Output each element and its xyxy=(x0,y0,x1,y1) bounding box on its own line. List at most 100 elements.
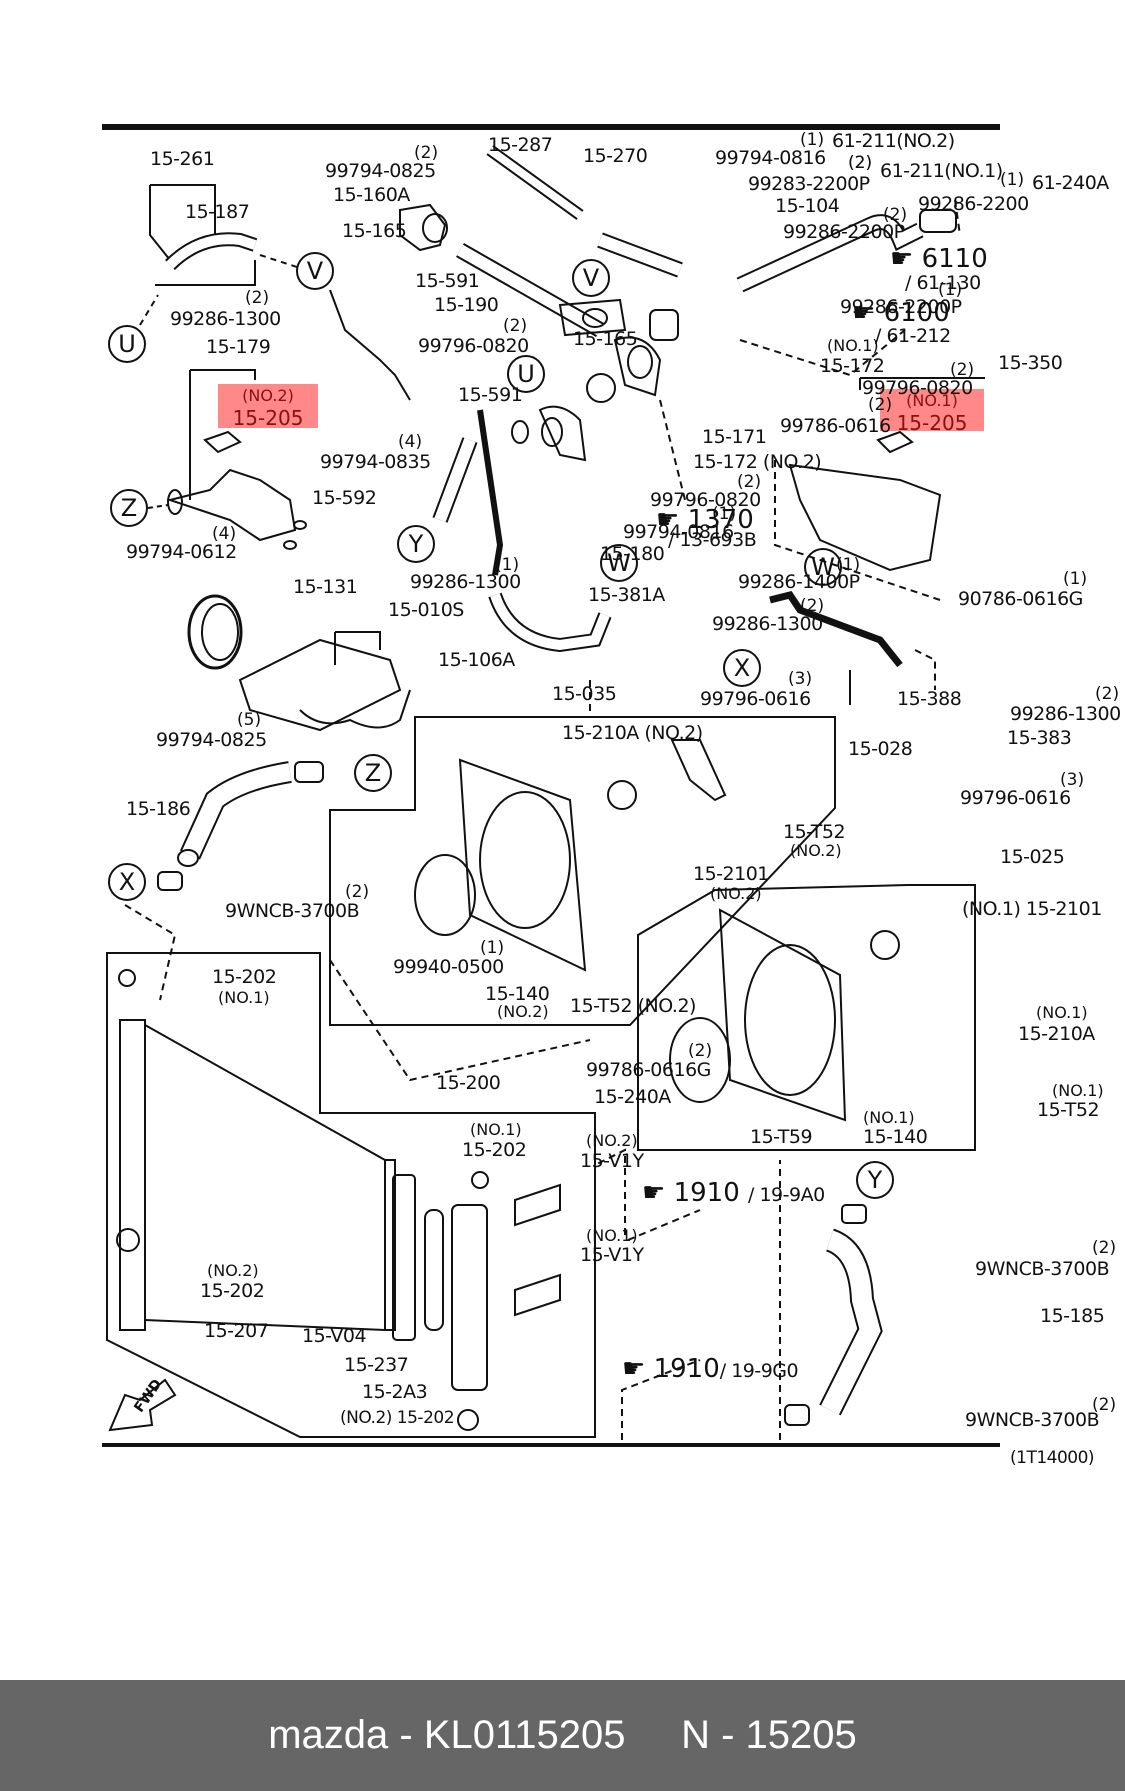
callout-V: V xyxy=(296,252,334,290)
part-label[interactable]: 15-270 xyxy=(583,145,648,167)
part-label[interactable]: 15-028 xyxy=(848,738,913,760)
part-label[interactable]: 15-171 xyxy=(702,426,767,448)
tank-15-2A3 xyxy=(451,1204,488,1391)
part-label[interactable]: 15-388 xyxy=(897,688,962,710)
part-label[interactable]: 15-210A (NO.2) xyxy=(562,722,703,744)
part-label[interactable]: 99286-2200 xyxy=(918,193,1029,215)
part-label[interactable]: 15-165 xyxy=(573,328,638,350)
part-label[interactable]: 99794-0612 xyxy=(126,541,237,563)
cross-ref-1370[interactable]: ☛ 1370 xyxy=(656,505,754,535)
part-label[interactable]: 15-T52 xyxy=(783,821,846,843)
part-label[interactable]: 15-035 xyxy=(552,683,617,705)
part-label[interactable]: 15-190 xyxy=(434,294,499,316)
part-label[interactable]: 15-207 xyxy=(204,1320,269,1342)
part-label[interactable]: 15-202 xyxy=(462,1139,527,1161)
callout-Y: Y xyxy=(856,1161,894,1199)
cross-ref-section: / 19-9G0 xyxy=(719,1360,799,1382)
part-label[interactable]: 15-180 xyxy=(600,543,665,565)
part-label[interactable]: 99794-0816 xyxy=(623,521,734,543)
cross-ref-1910-b[interactable]: ☛ 1910/ 19-9G0 xyxy=(622,1354,799,1384)
part-label[interactable]: 15-186 xyxy=(126,798,191,820)
part-label[interactable]: 99286-2200P xyxy=(840,296,962,318)
highlight-15-205-no1[interactable]: (NO.1) 15-205 xyxy=(880,389,984,433)
part-label[interactable]: 15-383 xyxy=(1007,727,1072,749)
part-label[interactable]: 99796-0616 xyxy=(700,688,811,710)
part-label[interactable]: 15-140 xyxy=(485,983,550,1005)
part-label[interactable]: 15-172 xyxy=(820,355,885,377)
part-label[interactable]: 99796-0820 xyxy=(650,489,761,511)
part-label[interactable]: 15-106A xyxy=(438,649,515,671)
part-label[interactable]: 15-V1Y xyxy=(580,1244,644,1266)
part-label[interactable]: 15-V1Y xyxy=(580,1150,644,1172)
part-label[interactable]: (NO.2) 15-202 xyxy=(340,1408,455,1428)
highlight-15-205-no2[interactable]: (NO.2) 15-205 xyxy=(218,384,318,428)
part-label[interactable]: 15-210A xyxy=(1018,1023,1095,1045)
part-label[interactable]: 99286-1300 xyxy=(170,308,281,330)
cross-ref-6100[interactable]: ☛ 6100 xyxy=(852,298,950,328)
part-label[interactable]: 15-172 (NO.2) xyxy=(693,451,822,473)
callout-X: X xyxy=(723,649,761,687)
part-label[interactable]: 15-202 xyxy=(212,966,277,988)
part-label[interactable]: 9WNCB-3700B xyxy=(225,900,360,922)
part-label[interactable]: 99786-0616G xyxy=(586,1059,711,1081)
part-label[interactable]: 99286-1300 xyxy=(410,571,521,593)
part-label[interactable]: 99286-1300 xyxy=(712,613,823,635)
part-label[interactable]: 99786-0616 xyxy=(780,415,891,437)
part-label[interactable]: 15-165 xyxy=(342,220,407,242)
part-label[interactable]: 15-T52 xyxy=(1037,1099,1100,1121)
part-label[interactable]: 15-185 xyxy=(1040,1305,1105,1327)
part-label[interactable]: 90786-0616G xyxy=(958,588,1083,610)
cross-ref-1910-a[interactable]: ☛ 1910 / 19-9A0 xyxy=(642,1178,825,1208)
part-label[interactable]: 99283-2200P xyxy=(748,173,870,195)
part-label[interactable]: 9WNCB-3700B xyxy=(975,1258,1110,1280)
part-label[interactable]: 15-V04 xyxy=(302,1325,367,1347)
part-label[interactable]: 15-025 xyxy=(1000,846,1065,868)
cross-ref-6110[interactable]: ☛ 6110 xyxy=(890,244,988,274)
part-label[interactable]: 61-211(NO.1) xyxy=(880,160,1003,182)
oring-15-591 xyxy=(511,420,529,444)
quantity: (2) xyxy=(950,360,975,380)
part-label[interactable]: 15-591 xyxy=(458,384,523,406)
radiator-core xyxy=(144,1024,386,1332)
part-label[interactable]: 99286-2200P xyxy=(783,221,905,243)
part-label[interactable]: 99794-0816 xyxy=(715,147,826,169)
part-label[interactable]: 99286-1400P xyxy=(738,571,860,593)
part-label[interactable]: 15-261 xyxy=(150,148,215,170)
part-label[interactable]: 99794-0835 xyxy=(320,451,431,473)
part-label[interactable]: 15-179 xyxy=(206,336,271,358)
part-label[interactable]: 15-2A3 xyxy=(362,1381,428,1403)
part-label[interactable]: 15-010S xyxy=(388,599,464,621)
part-label[interactable]: 15-T52 (NO.2) xyxy=(570,995,696,1017)
part-label[interactable]: 15-381A xyxy=(588,584,665,606)
part-label[interactable]: 15-592 xyxy=(312,487,377,509)
part-label[interactable]: 15-240A xyxy=(594,1086,671,1108)
part-label[interactable]: 15-2101 xyxy=(693,863,769,885)
part-label[interactable]: 15-T59 xyxy=(750,1126,813,1148)
quantity: (2) xyxy=(503,316,528,336)
part-label[interactable]: 15-287 xyxy=(488,134,553,156)
part-label[interactable]: 15-202 xyxy=(200,1280,265,1302)
part-label[interactable]: 15-200 xyxy=(436,1072,501,1094)
part-label[interactable]: 99796-0616 xyxy=(960,787,1071,809)
part-label[interactable]: 99796-0820 xyxy=(418,335,529,357)
part-label[interactable]: 9WNCB-3700B xyxy=(965,1409,1100,1431)
part-label[interactable]: 15-104 xyxy=(775,195,840,217)
part-label[interactable]: 99796-0820 xyxy=(862,377,973,399)
part-label[interactable]: 15-131 xyxy=(293,576,358,598)
part-label[interactable]: 99794-0825 xyxy=(325,160,436,182)
part-label[interactable]: 61-240A xyxy=(1032,172,1109,194)
part-label[interactable]: 15-140 xyxy=(863,1126,928,1148)
part-label[interactable]: 15-350 xyxy=(998,352,1063,374)
part-label[interactable]: 99940-0500 xyxy=(393,956,504,978)
plug-15-202-no2 xyxy=(116,1228,140,1252)
part-label[interactable]: 15-237 xyxy=(344,1354,409,1376)
part-label[interactable]: 61-211(NO.2) xyxy=(832,130,955,152)
part-label[interactable]: 99794-0825 xyxy=(156,729,267,751)
part-label[interactable]: (NO.1) 15-2101 xyxy=(962,898,1102,920)
part-label[interactable]: 15-187 xyxy=(185,201,250,223)
part-label[interactable]: 15-591 xyxy=(415,270,480,292)
part-label[interactable]: 15-160A xyxy=(333,184,410,206)
housing-15-160A xyxy=(399,203,447,252)
box-15-200 xyxy=(106,952,596,1438)
part-label[interactable]: 99286-1300 xyxy=(1010,703,1121,725)
